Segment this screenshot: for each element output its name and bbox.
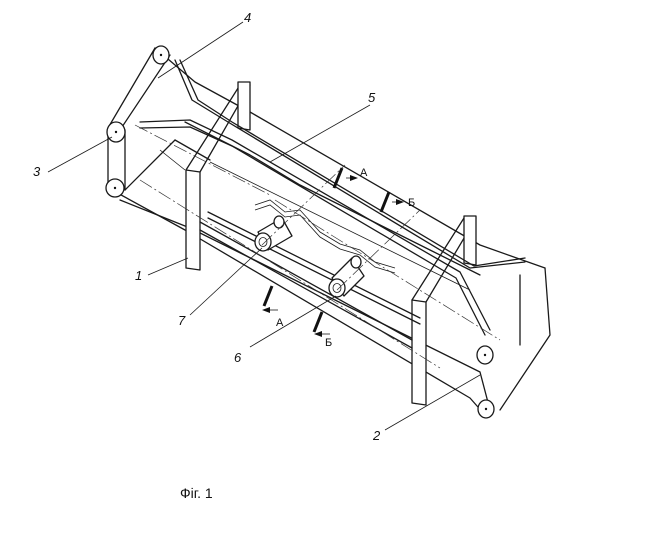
pulley-top-left	[152, 45, 170, 65]
section-a-bottom: А	[276, 317, 284, 329]
section-b-bottom: Б	[325, 337, 332, 349]
section-a-top: А	[360, 167, 368, 179]
guide-rails	[139, 59, 526, 336]
section-marks	[262, 167, 404, 337]
label-1: 1	[135, 268, 142, 283]
leader-lines	[47, 21, 481, 431]
roller-7	[254, 215, 293, 252]
label-3: 3	[33, 164, 41, 179]
roller-6	[328, 255, 365, 298]
pulley-3	[106, 121, 126, 143]
label-4: 4	[244, 10, 251, 25]
label-6: 6	[234, 350, 242, 365]
pulley-2	[476, 345, 494, 365]
pulley-bottom-left	[105, 178, 125, 198]
center-lines	[134, 124, 501, 369]
frame-stand	[185, 81, 477, 406]
label-2: 2	[372, 428, 381, 443]
label-5: 5	[368, 90, 376, 105]
section-b-top: Б	[408, 197, 415, 209]
pulley-bottom-right	[477, 399, 495, 419]
label-7: 7	[178, 313, 186, 328]
figure-caption: Фіг. 1	[180, 485, 213, 501]
